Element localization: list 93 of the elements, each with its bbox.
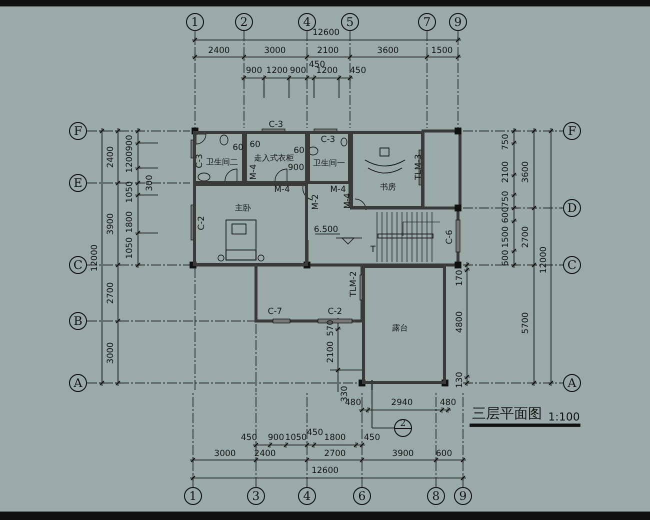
- dimension-text: 60: [250, 140, 260, 150]
- dimension-text: 2700: [106, 282, 116, 304]
- dimension-text: 1500: [431, 46, 453, 56]
- dimension-text: 2400: [106, 146, 116, 168]
- dimension-text: 450: [364, 434, 380, 442]
- axis-bubble: F: [563, 122, 581, 140]
- dimension-text: 1200: [316, 66, 338, 76]
- axis-bubble: A: [69, 374, 87, 392]
- dimension-text: 3600: [377, 46, 399, 56]
- dimension-text: 12000: [90, 244, 100, 272]
- dimension-text: 3900: [392, 450, 414, 458]
- dimension-text: 450: [350, 66, 366, 76]
- dimension-text: T: [370, 246, 376, 254]
- axis-bubble: 9: [449, 13, 467, 31]
- dimension-text: 2100: [502, 161, 510, 183]
- axis-bubble: 8: [427, 487, 445, 505]
- axis-bubble: 1: [184, 487, 202, 505]
- axis-bubble: C: [69, 256, 87, 274]
- dimension-text: 3000: [106, 342, 116, 364]
- dimension-text: 900: [246, 66, 262, 76]
- dimension-text: 170: [456, 270, 464, 286]
- axis-bubble: A: [563, 374, 581, 392]
- dimension-text: 2100: [326, 341, 336, 363]
- dimension-text: TLM-3: [414, 154, 424, 180]
- dimension-text: 1050: [126, 237, 134, 259]
- dimension-text: 600: [502, 250, 510, 266]
- dimension-text: 3900: [106, 213, 116, 235]
- dimension-text: 1800: [126, 211, 134, 233]
- dimension-text: 130: [456, 372, 464, 388]
- dimension-text: 2100: [317, 46, 339, 56]
- dimension-text: 2400: [208, 46, 230, 56]
- dimension-text: C-2: [198, 216, 206, 230]
- dimension-text: 300: [146, 174, 154, 192]
- dimension-text: M-4: [250, 164, 258, 180]
- dimension-text: 2940: [391, 398, 413, 408]
- dimension-text: 1200: [126, 151, 134, 173]
- dimension-text: 1500: [502, 226, 510, 248]
- dimension-text: 1800: [324, 434, 346, 442]
- dimension-text: 3600: [522, 161, 530, 183]
- drawing-title: 三层平面图: [472, 405, 542, 423]
- dimension-text: 12600: [312, 28, 340, 38]
- dimension-text: 900: [288, 164, 304, 172]
- dimension-text: 3000: [214, 450, 236, 458]
- axis-bubble: C: [563, 256, 581, 274]
- dimension-text: C-3: [196, 154, 204, 168]
- axis-bubble: 7: [418, 13, 436, 31]
- dimension-text: M-4: [344, 193, 352, 209]
- axis-bubble: 5: [341, 13, 359, 31]
- dimension-text: 480: [440, 398, 456, 408]
- dimension-text: 1200: [266, 66, 288, 76]
- axis-bubble: F: [69, 122, 87, 140]
- dimension-text: C-6: [446, 230, 454, 244]
- dimension-text: 750: [502, 134, 510, 150]
- dimension-text: 480: [344, 398, 362, 408]
- dimension-text: 60: [294, 146, 304, 156]
- axis-bubble: 3: [247, 487, 265, 505]
- dimension-text: 600: [436, 450, 452, 458]
- dimension-text: C-3: [320, 136, 336, 144]
- axis-bubble: 1: [186, 13, 204, 31]
- axis-bubble: 2: [235, 13, 253, 31]
- dimension-text: 6.500: [314, 226, 338, 234]
- dimension-text: 2400: [254, 450, 276, 458]
- dimension-text: 3000: [264, 46, 286, 56]
- dimension-text: M-4: [330, 186, 346, 194]
- dimension-text: 1050: [285, 434, 307, 442]
- axis-bubble: E: [69, 174, 87, 192]
- room: 露台: [362, 265, 446, 384]
- dimension-text: 900: [268, 434, 284, 442]
- axis-bubble: 6: [353, 487, 371, 505]
- scale-text: 1:100: [548, 412, 580, 422]
- axis-bubble: 9: [454, 487, 472, 505]
- dimension-text: 12000: [540, 246, 548, 274]
- dimension-text: 12600: [311, 466, 339, 476]
- dimension-text: TLM-2: [350, 271, 358, 297]
- dimension-text: 900: [290, 66, 306, 76]
- dimension-text: 1050: [126, 181, 134, 203]
- dimension-text: 570: [326, 320, 336, 336]
- dimension-text: C-3: [268, 120, 284, 130]
- dimension-text: 900: [126, 134, 134, 152]
- dimension-text: M-2: [312, 194, 320, 210]
- dimension-text: 5700: [522, 312, 530, 334]
- dimension-text: C-2: [328, 308, 342, 316]
- dimension-text: 750: [502, 190, 510, 208]
- axis-bubble: D: [563, 199, 581, 217]
- dimension-text: 2700: [522, 226, 530, 248]
- dimension-text: C-7: [268, 308, 282, 316]
- dimension-text: 4800: [456, 311, 464, 333]
- axis-bubble: B: [69, 312, 87, 330]
- dimension-text: 2700: [324, 450, 346, 458]
- dimension-text: M-4: [274, 186, 290, 194]
- axis-bubble: 4: [298, 487, 316, 505]
- dimension-text: 450: [240, 434, 258, 442]
- dimension-text: 600: [502, 206, 510, 224]
